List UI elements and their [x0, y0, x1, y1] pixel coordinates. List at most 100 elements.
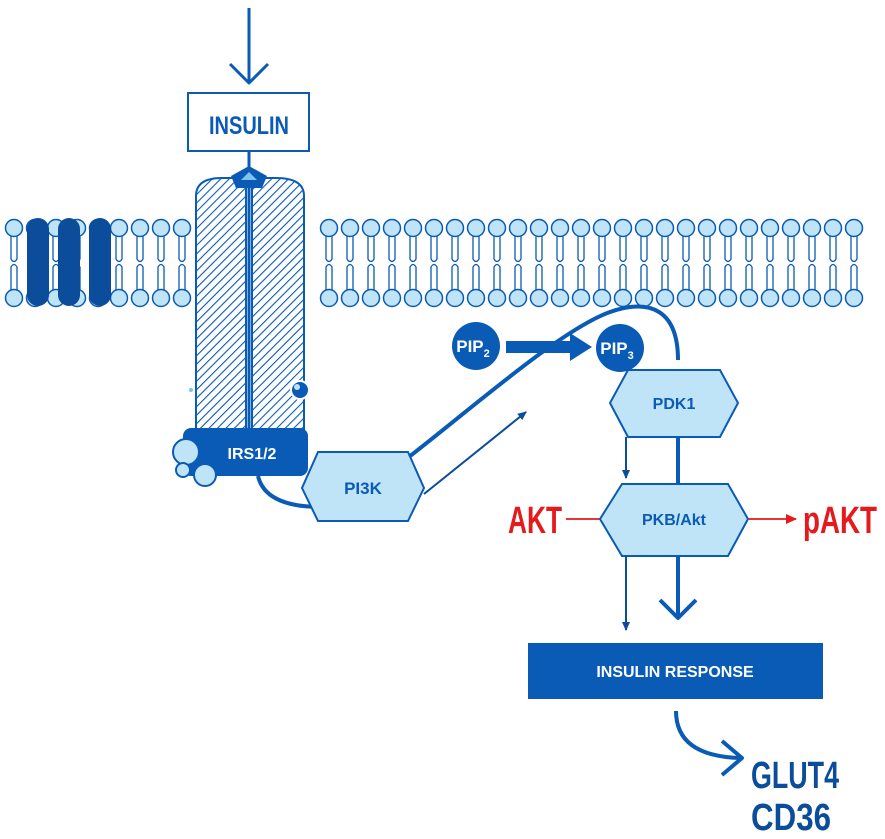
phospho-bubble [172, 438, 200, 466]
lipid-tail [472, 263, 480, 290]
lipid-tail [724, 263, 732, 290]
lipid-head [823, 218, 843, 238]
lipid-head [718, 288, 738, 308]
lipid-tail [451, 236, 459, 263]
lipid-tail [724, 236, 732, 263]
lipid-head [508, 218, 528, 238]
lipid-head [592, 218, 612, 238]
lipid-tail [619, 236, 627, 263]
lipid-tail [115, 236, 123, 263]
lipid-tail [577, 236, 585, 263]
lipid-tail [556, 236, 564, 263]
transmembrane-helix [27, 218, 49, 306]
lipid-head [550, 218, 570, 238]
response-output-arrow [674, 710, 744, 777]
lipid-head [151, 218, 171, 238]
lipid-tail [619, 263, 627, 290]
lipid-tail [430, 263, 438, 290]
lipid-head [760, 288, 780, 308]
lipid-head [529, 288, 549, 308]
lipid-head [676, 288, 696, 308]
lipid-tail [178, 263, 186, 290]
lipid-head [151, 288, 171, 308]
pip3-node: PIP3 [596, 324, 644, 372]
lipid-head [655, 288, 675, 308]
lipid-head [697, 288, 717, 308]
lipid-head [487, 288, 507, 308]
lipid-tail [829, 263, 837, 290]
lipid-head [697, 218, 717, 238]
lipid-head [781, 218, 801, 238]
pi3k-node: PI3K [300, 451, 426, 522]
lipid-tail [808, 236, 816, 263]
lipid-tail [535, 263, 543, 290]
lipid-tail [493, 263, 501, 290]
lipid-head [382, 218, 402, 238]
lipid-head [319, 288, 339, 308]
pip2-label: PIP [456, 337, 483, 356]
lipid-tail [325, 263, 333, 290]
cell-membrane [4, 218, 864, 308]
lipid-tail [640, 236, 648, 263]
lipid-tail [766, 236, 774, 263]
svg-text:PIP3: PIP3 [600, 339, 634, 362]
lipid-tail [808, 263, 816, 290]
insulin-receptor [189, 151, 310, 431]
irs-complex: IRS1/2 [172, 428, 308, 487]
lipid-tail [682, 236, 690, 263]
cd36-label: CD36 [751, 797, 831, 839]
pi3k-label: PI3K [344, 479, 383, 498]
lipid-head [319, 218, 339, 238]
pdk1-node: PDK1 [608, 369, 740, 438]
lipid-tail [787, 236, 795, 263]
lipid-tail [409, 236, 417, 263]
lipid-head [172, 218, 192, 238]
glut4-label: GLUT4 [751, 755, 839, 797]
transmembrane-proteins [27, 218, 111, 306]
lipid-tail [115, 263, 123, 290]
lipid-head [739, 288, 759, 308]
lipid-head [613, 218, 633, 238]
lipid-head [424, 218, 444, 238]
lipid-tail [451, 263, 459, 290]
lipid-head [340, 288, 360, 308]
lipid-head [109, 288, 129, 308]
lipid-head [130, 288, 150, 308]
phospho-bubble [193, 463, 217, 487]
lipid-tail [577, 263, 585, 290]
pkb-main-arrow [658, 556, 698, 620]
svg-text:PIP2: PIP2 [456, 337, 490, 360]
lipid-tail [598, 263, 606, 290]
pip3-label: PIP [600, 339, 627, 358]
irs-label: IRS1/2 [228, 446, 277, 463]
lipid-head [613, 288, 633, 308]
lipid-tail [661, 263, 669, 290]
lipid-head [760, 218, 780, 238]
lipid-tail [472, 236, 480, 263]
lipid-tail [493, 236, 501, 263]
lipid-tail [346, 236, 354, 263]
lipid-head [487, 218, 507, 238]
lipid-head [529, 218, 549, 238]
lipid-tail [10, 263, 18, 290]
lipid-tail [178, 236, 186, 263]
lipid-head [571, 288, 591, 308]
pkb-akt-node: PKB/Akt [598, 483, 750, 557]
lipid-head [424, 288, 444, 308]
phospho-bubble [175, 462, 191, 478]
lipid-head [676, 218, 696, 238]
pip3-subscript: 3 [628, 350, 634, 362]
lipid-tail [640, 263, 648, 290]
transmembrane-helix [58, 218, 80, 306]
lipid-head [655, 218, 675, 238]
lipid-head [739, 218, 759, 238]
lipid-tail [850, 263, 858, 290]
lipid-head [718, 218, 738, 238]
lipid-tail [598, 236, 606, 263]
lipid-head [172, 288, 192, 308]
pip2-subscript: 2 [484, 348, 490, 360]
lipid-head [844, 288, 864, 308]
lipid-head [4, 288, 24, 308]
pkb-akt-label: PKB/Akt [642, 512, 707, 529]
lipid-head [550, 288, 570, 308]
